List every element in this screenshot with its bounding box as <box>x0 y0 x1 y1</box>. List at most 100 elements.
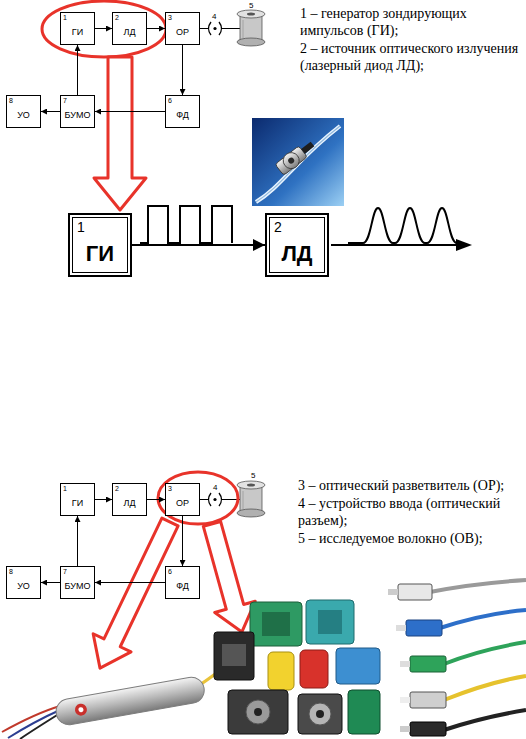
callout-number: 1 <box>77 220 85 234</box>
callout-number: 2 <box>115 485 119 492</box>
signal-arrow <box>95 28 112 29</box>
signal-arrow <box>182 45 183 95</box>
signal-arrow <box>41 111 60 112</box>
signal-arrow <box>147 28 165 29</box>
patch-cords-photo <box>388 580 526 736</box>
splitter-photo <box>8 710 60 738</box>
block-label: ФД <box>176 111 189 121</box>
block-label: ЛД <box>281 242 312 266</box>
block-label: УО <box>17 582 29 592</box>
block-box: 3ОР <box>165 12 200 45</box>
optical-pulses <box>348 208 457 243</box>
block-box: 1ГИ <box>60 12 95 45</box>
block-label: ГИ <box>86 242 114 266</box>
adapters-photo <box>228 690 288 734</box>
patch-cords-photo <box>406 620 442 636</box>
callout-number: 3 <box>168 14 172 21</box>
callout-number: 5 <box>249 1 253 11</box>
adapters-photo <box>348 690 380 734</box>
adapters-photo <box>262 612 290 636</box>
adapters-photo <box>250 602 302 646</box>
pointer-arrow <box>94 57 146 210</box>
signal-arrow <box>147 499 165 500</box>
patch-cords-photo <box>398 584 432 600</box>
signal-arrow <box>77 45 78 95</box>
laser-diode-photo <box>280 149 302 171</box>
patch-cords-photo <box>396 625 406 631</box>
callout-number: 1 <box>63 14 67 21</box>
highlight-ellipse <box>158 472 238 524</box>
adapters-photo <box>336 648 380 684</box>
legend-note: 5 – исследуемое волокно (ОВ); <box>298 531 522 548</box>
block-box: 6ФД <box>165 95 200 128</box>
callout-number: 8 <box>9 568 13 575</box>
callout-number: 7 <box>63 568 67 575</box>
square-pulses <box>140 206 232 243</box>
adapters-photo <box>214 632 254 680</box>
block-box: 2ЛД <box>112 483 147 516</box>
laser-diode-photo <box>301 142 314 154</box>
patch-cords-photo <box>400 697 410 703</box>
callout-number: 2 <box>274 220 282 234</box>
adapters-photo <box>214 600 380 734</box>
laser-diode-photo <box>256 126 340 202</box>
callout-number: 8 <box>9 97 13 104</box>
patch-cords-photo <box>440 610 526 628</box>
adapters-photo <box>306 600 354 644</box>
patch-cords-photo <box>430 580 526 592</box>
patch-cords-photo <box>400 661 410 667</box>
patch-cords-photo <box>410 722 446 736</box>
block-box: 8УО <box>6 95 41 128</box>
patch-cords-photo <box>410 656 446 672</box>
block-label: УО <box>17 111 29 121</box>
block-label: БУМО <box>65 111 91 121</box>
legend-note: 1 – генератор зондирующих импульсов (ГИ)… <box>300 6 520 40</box>
block-label: ОР <box>176 28 189 38</box>
adapters-photo <box>246 700 270 724</box>
callout-number: 7 <box>63 97 67 104</box>
patch-cords-photo <box>388 589 398 595</box>
callout-number: 1 <box>63 485 67 492</box>
laser-diode-photo <box>252 118 344 206</box>
block-label: ЛД <box>123 28 135 38</box>
patch-cords-photo <box>444 676 526 700</box>
signal-arrow <box>95 582 165 583</box>
legend-note: 2 – источник оптического излучения (лазе… <box>300 41 520 75</box>
splitter-photo <box>78 707 84 713</box>
signal-arrow <box>182 516 183 566</box>
callout-number: 5 <box>251 471 255 481</box>
block-box: 6ФД <box>165 566 200 599</box>
connector-and-spool <box>200 10 265 46</box>
signal-arrow <box>41 582 60 583</box>
adapters-photo <box>268 652 294 690</box>
block-label: ЛД <box>123 499 135 509</box>
block-label: ФД <box>176 582 189 592</box>
laser-diode-photo <box>256 126 340 202</box>
splitter-photo <box>2 650 246 739</box>
adapters-photo <box>316 710 324 718</box>
patch-cords-photo <box>444 642 526 664</box>
block-box: 7БУМО <box>60 95 95 128</box>
laser-diode-photo <box>252 118 344 206</box>
output-arrowhead <box>456 239 472 251</box>
block-label: БУМО <box>65 582 91 592</box>
callout-number: 4 <box>212 12 216 22</box>
signal-arrow <box>95 111 165 112</box>
splitter-photo <box>54 675 206 727</box>
legend-note: 3 – оптический разветвитель (ОР); <box>298 478 522 495</box>
signal-arrow <box>95 499 112 500</box>
signal-arrow <box>132 244 265 246</box>
block-box: 8УО <box>6 566 41 599</box>
adapters-photo <box>222 644 246 666</box>
patch-cords-photo <box>444 710 526 730</box>
adapters-photo <box>300 650 328 688</box>
block-box: 3ОР <box>165 483 200 516</box>
highlight-ellipse <box>42 1 166 57</box>
signal-arrow <box>77 516 78 566</box>
laser-diode-photo <box>274 138 317 176</box>
adapters-photo <box>254 708 262 716</box>
laser-diode-photo <box>287 156 295 164</box>
legend-note: 4 – устройство ввода (оптический разъем)… <box>298 496 522 530</box>
patch-cords-photo <box>410 692 446 708</box>
splitter-photo <box>74 703 88 717</box>
